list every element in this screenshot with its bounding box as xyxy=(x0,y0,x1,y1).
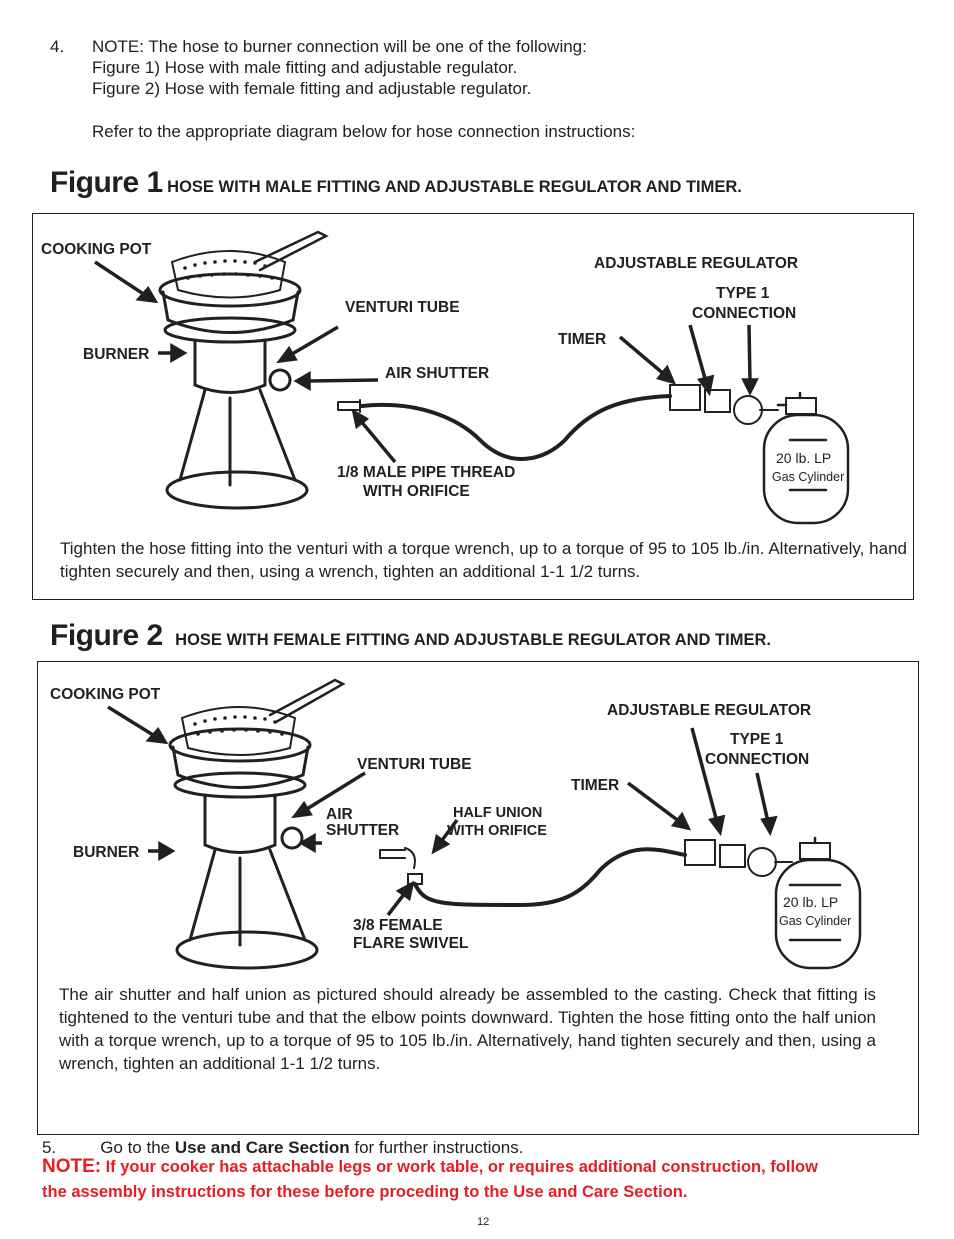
fig1-label-type1-1: TYPE 1 xyxy=(716,285,770,302)
fig1-label-venturi-tube: VENTURI TUBE xyxy=(345,299,460,316)
fig2-label-half-union-2: WITH ORIFICE xyxy=(447,823,547,839)
step-4-number: 4. xyxy=(50,37,65,56)
fig1-label-adjustable-regulator: ADJUSTABLE REGULATOR xyxy=(594,255,799,272)
fig1-label-type1-2: CONNECTION xyxy=(692,305,797,322)
fig2-cylinder-label-1: 20 lb. LP xyxy=(783,894,839,910)
page-number: 12 xyxy=(477,1216,490,1228)
figure-2-subtitle: HOSE WITH FEMALE FITTING AND ADJUSTABLE … xyxy=(175,631,771,649)
figure-1-box xyxy=(32,213,914,600)
figure-2-title: Figure 2 xyxy=(50,619,163,652)
figure-1-title: Figure 1 xyxy=(50,166,163,199)
fig2-label-timer: TIMER xyxy=(571,777,620,794)
fig2-label-venturi-tube: VENTURI TUBE xyxy=(357,756,472,773)
fig1-label-air-shutter: AIR SHUTTER xyxy=(385,365,490,382)
step-5-after: for further instructions. xyxy=(349,1138,524,1157)
fig1-label-cooking-pot: COOKING POT xyxy=(41,241,152,258)
fig2-label-adjustable-regulator: ADJUSTABLE REGULATOR xyxy=(607,702,812,719)
fig2-label-type1-2: CONNECTION xyxy=(705,751,810,768)
fig1-label-male-thread-2: WITH ORIFICE xyxy=(363,483,470,500)
figure-1-instruction: Tighten the hose fitting into the ventur… xyxy=(60,539,907,581)
fig1-cylinder-label-1: 20 lb. LP xyxy=(776,450,832,466)
note: NOTE: If your cooker has attachable legs… xyxy=(42,1155,922,1205)
figure-1-subtitle: HOSE WITH MALE FITTING AND ADJUSTABLE RE… xyxy=(167,178,742,196)
step-4-refer: Refer to the appropriate diagram below f… xyxy=(92,122,636,141)
figure-1-heading: Figure 1 HOSE WITH MALE FITTING AND ADJU… xyxy=(50,166,742,200)
step-4-figure1-line: Figure 1) Hose with male fitting and adj… xyxy=(92,58,518,77)
step-4-figure2-line: Figure 2) Hose with female fitting and a… xyxy=(92,79,532,98)
step-5: 5. Go to the Use and Care Section for fur… xyxy=(42,1137,523,1158)
fig2-label-female-2: FLARE SWIVEL xyxy=(353,935,469,952)
step-5-bold: Use and Care Section xyxy=(174,1138,350,1157)
note-line-1: If your cooker has attachable legs or wo… xyxy=(105,1158,818,1176)
fig2-label-type1-1: TYPE 1 xyxy=(730,731,784,748)
fig2-label-shutter: SHUTTER xyxy=(326,822,400,839)
fig2-label-half-union-1: HALF UNION xyxy=(453,805,543,821)
fig2-label-cooking-pot: COOKING POT xyxy=(50,686,161,703)
fig1-label-burner: BURNER xyxy=(83,346,150,363)
step-4-note: NOTE: The hose to burner connection will… xyxy=(92,37,587,56)
note-label: NOTE: xyxy=(42,1156,102,1177)
fig1-label-timer: TIMER xyxy=(558,331,607,348)
fig2-cylinder-label-2: Gas Cylinder xyxy=(779,914,852,928)
fig1-cylinder-label-2: Gas Cylinder xyxy=(772,470,845,484)
fig1-label-male-thread-1: 1/8 MALE PIPE THREAD xyxy=(337,464,516,481)
fig2-label-air: AIR xyxy=(326,806,353,823)
fig2-label-female-1: 3/8 FEMALE xyxy=(353,917,443,934)
figure-2-box xyxy=(37,661,919,1135)
step-5-number: 5. xyxy=(42,1138,57,1157)
note-line-2: the assembly instructions for these befo… xyxy=(42,1183,688,1201)
figure-2-heading: Figure 2 HOSE WITH FEMALE FITTING AND AD… xyxy=(50,619,771,653)
step-5-before: Go to the xyxy=(100,1138,175,1157)
fig2-label-burner: BURNER xyxy=(73,844,140,861)
figure-2-instruction: The air shutter and half union as pictur… xyxy=(59,985,876,1073)
